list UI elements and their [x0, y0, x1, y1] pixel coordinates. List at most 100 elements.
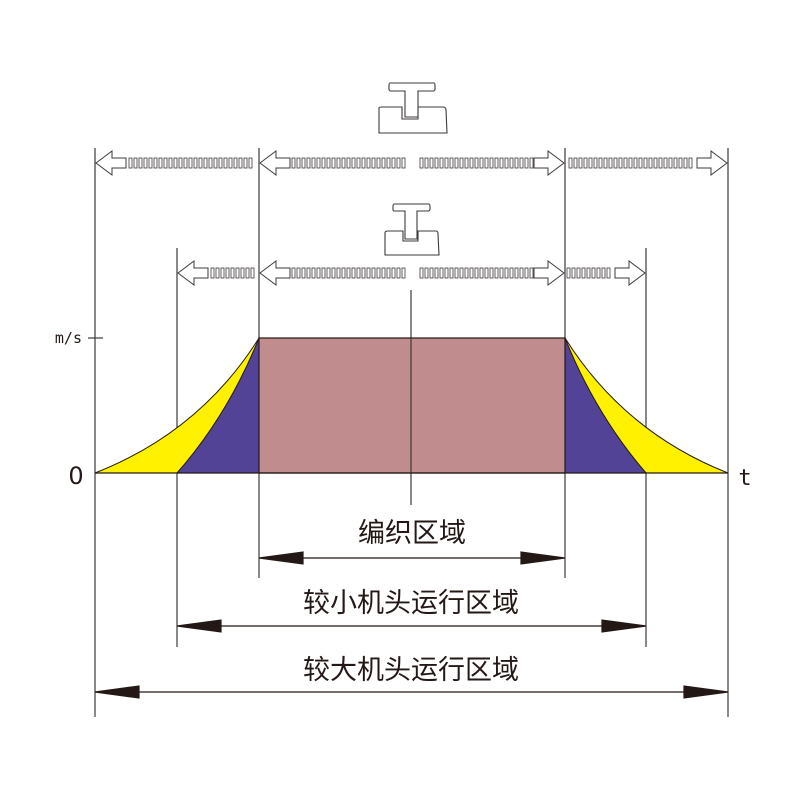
large-carriage-icon — [378, 82, 448, 134]
trail-mark — [591, 267, 596, 279]
trail-mark — [678, 157, 683, 169]
trail-mark — [391, 157, 396, 169]
trail-mark — [688, 157, 693, 169]
trail-mark — [376, 157, 381, 169]
trail-mark — [208, 157, 213, 169]
trail-mark — [371, 157, 376, 169]
trail-mark — [311, 267, 316, 279]
trail-mark — [301, 267, 306, 279]
trail-mark — [148, 157, 153, 169]
trail-mark — [386, 267, 391, 279]
trail-mark — [133, 157, 138, 169]
trail-mark — [578, 157, 583, 169]
trail-mark — [571, 267, 576, 279]
trail-mark — [474, 157, 479, 169]
trail-mark — [576, 267, 581, 279]
trail-mark — [153, 157, 158, 169]
trail-mark — [306, 157, 311, 169]
trail-mark — [210, 267, 215, 279]
trail-mark — [444, 157, 449, 169]
trail-mark — [215, 267, 220, 279]
travel-arrows — [95, 150, 728, 286]
trail-mark — [499, 157, 504, 169]
trail-mark — [459, 157, 464, 169]
trail-mark — [321, 267, 326, 279]
trail-mark — [514, 157, 519, 169]
trail-mark — [449, 267, 454, 279]
trail-mark — [391, 267, 396, 279]
trail-mark — [198, 157, 203, 169]
trail-mark — [459, 267, 464, 279]
trail-mark — [586, 267, 591, 279]
trail-mark — [235, 267, 240, 279]
trail-mark — [663, 157, 668, 169]
trail-mark — [469, 267, 474, 279]
hollow-arrow-right-icon — [533, 150, 565, 176]
trail-mark — [643, 157, 648, 169]
trail-mark — [316, 267, 321, 279]
trail-mark — [220, 267, 225, 279]
trail-mark — [381, 267, 386, 279]
trail-mark — [673, 157, 678, 169]
trail-mark — [168, 157, 173, 169]
trail-mark — [361, 157, 366, 169]
trail-mark — [240, 267, 245, 279]
trail-mark — [524, 267, 529, 279]
trail-mark — [203, 157, 208, 169]
trail-mark — [519, 267, 524, 279]
trail-mark — [158, 157, 163, 169]
trail-mark — [484, 267, 489, 279]
trail-mark — [341, 267, 346, 279]
trail-mark — [464, 157, 469, 169]
trail-mark — [213, 157, 218, 169]
trail-mark — [596, 267, 601, 279]
trail-mark — [444, 267, 449, 279]
trail-mark — [484, 157, 489, 169]
origin-label: 0 — [68, 462, 83, 490]
trail-mark — [524, 157, 529, 169]
small-carriage-icon — [384, 203, 440, 256]
trail-mark — [351, 267, 356, 279]
trail-mark — [573, 157, 578, 169]
trail-mark — [568, 157, 573, 169]
trail-mark — [479, 267, 484, 279]
trail-mark — [668, 157, 673, 169]
trail-mark — [474, 267, 479, 279]
trail-mark — [326, 267, 331, 279]
trail-mark — [143, 157, 148, 169]
trail-mark — [291, 157, 296, 169]
trail-mark — [638, 157, 643, 169]
hollow-arrow-left-icon — [95, 150, 127, 176]
trail-mark — [439, 157, 444, 169]
trail-mark — [464, 267, 469, 279]
trail-mark — [566, 267, 571, 279]
trail-mark — [504, 157, 509, 169]
trail-mark — [331, 267, 336, 279]
trail-mark — [581, 267, 586, 279]
trail-mark — [479, 157, 484, 169]
trail-mark — [311, 157, 316, 169]
trail-mark — [583, 157, 588, 169]
small-head-region-arrow — [176, 619, 647, 633]
trail-mark — [489, 157, 494, 169]
trail-mark — [683, 157, 688, 169]
small-head-region-label: 较小机头运行区域 — [303, 588, 519, 619]
trail-mark — [648, 157, 653, 169]
trail-mark — [371, 267, 376, 279]
trail-mark — [193, 157, 198, 169]
trail-mark — [504, 267, 509, 279]
hollow-arrow-left-icon — [259, 150, 291, 176]
trail-mark — [296, 157, 301, 169]
trail-mark — [306, 267, 311, 279]
trail-mark — [401, 267, 406, 279]
trail-mark — [603, 157, 608, 169]
trail-mark — [326, 157, 331, 169]
trail-mark — [346, 157, 351, 169]
trail-mark — [238, 157, 243, 169]
trail-mark — [381, 157, 386, 169]
trail-mark — [519, 157, 524, 169]
trail-mark — [188, 157, 193, 169]
trail-mark — [396, 267, 401, 279]
trail-mark — [429, 157, 434, 169]
trail-mark — [401, 157, 406, 169]
